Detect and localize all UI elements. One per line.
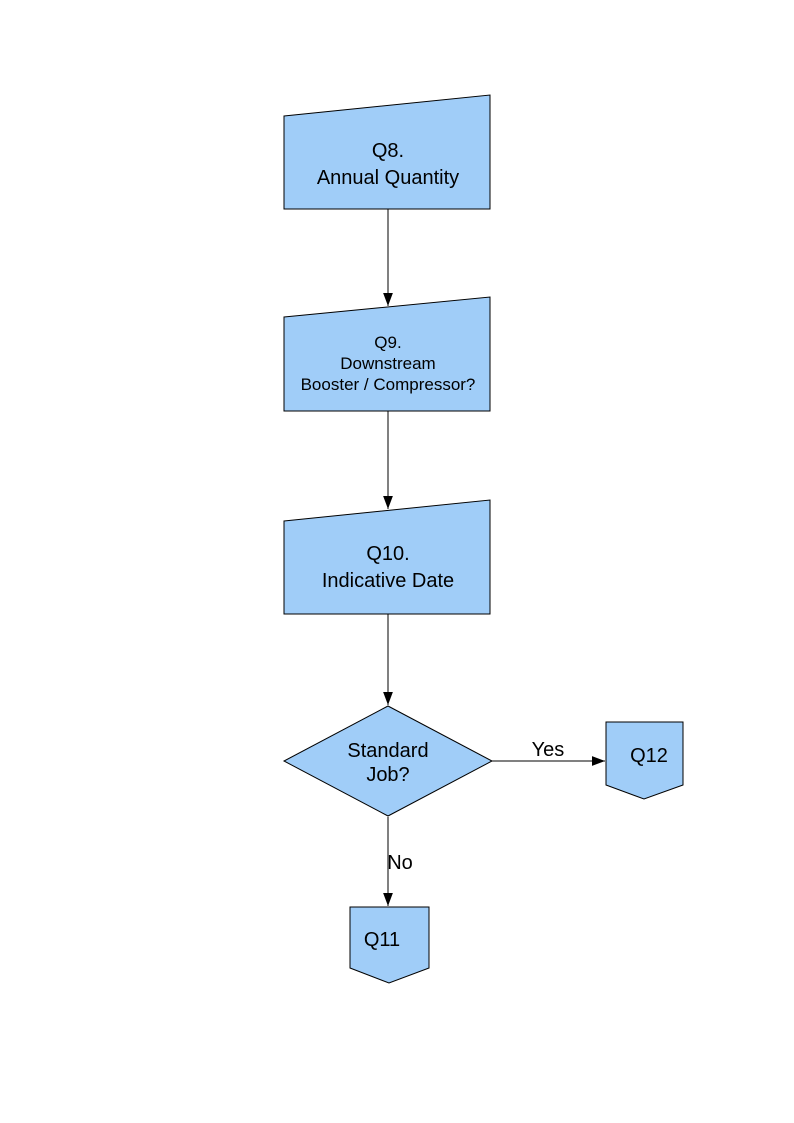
- node-q11-offpage-connector: [349, 906, 430, 984]
- node-q8-manual-input: [283, 94, 491, 210]
- node-q9-label-line3: Booster / Compressor?: [301, 375, 476, 394]
- node-decision-label-line1: Standard: [347, 740, 428, 762]
- node-q8-label-line1: Q8.: [372, 140, 404, 162]
- node-q9-label-line2: Downstream: [340, 354, 435, 373]
- node-q10-label-line1: Q10.: [366, 543, 409, 565]
- node-q11-label: Q11: [364, 929, 400, 951]
- node-decision-label-line2: Job?: [366, 764, 409, 786]
- edge-label-no: No: [387, 852, 413, 874]
- node-q9-label-line1: Q9.: [374, 333, 401, 352]
- node-q12-offpage-connector: [605, 721, 684, 800]
- node-q9-manual-input: [283, 296, 491, 412]
- node-q10-manual-input: [283, 499, 491, 615]
- node-q12-label: Q12: [630, 745, 668, 767]
- node-q10-label-line2: Indicative Date: [322, 570, 454, 592]
- node-q8-label-line2: Annual Quantity: [317, 167, 459, 189]
- edge-label-yes: Yes: [532, 739, 565, 761]
- node-decision-diamond: [282, 705, 494, 817]
